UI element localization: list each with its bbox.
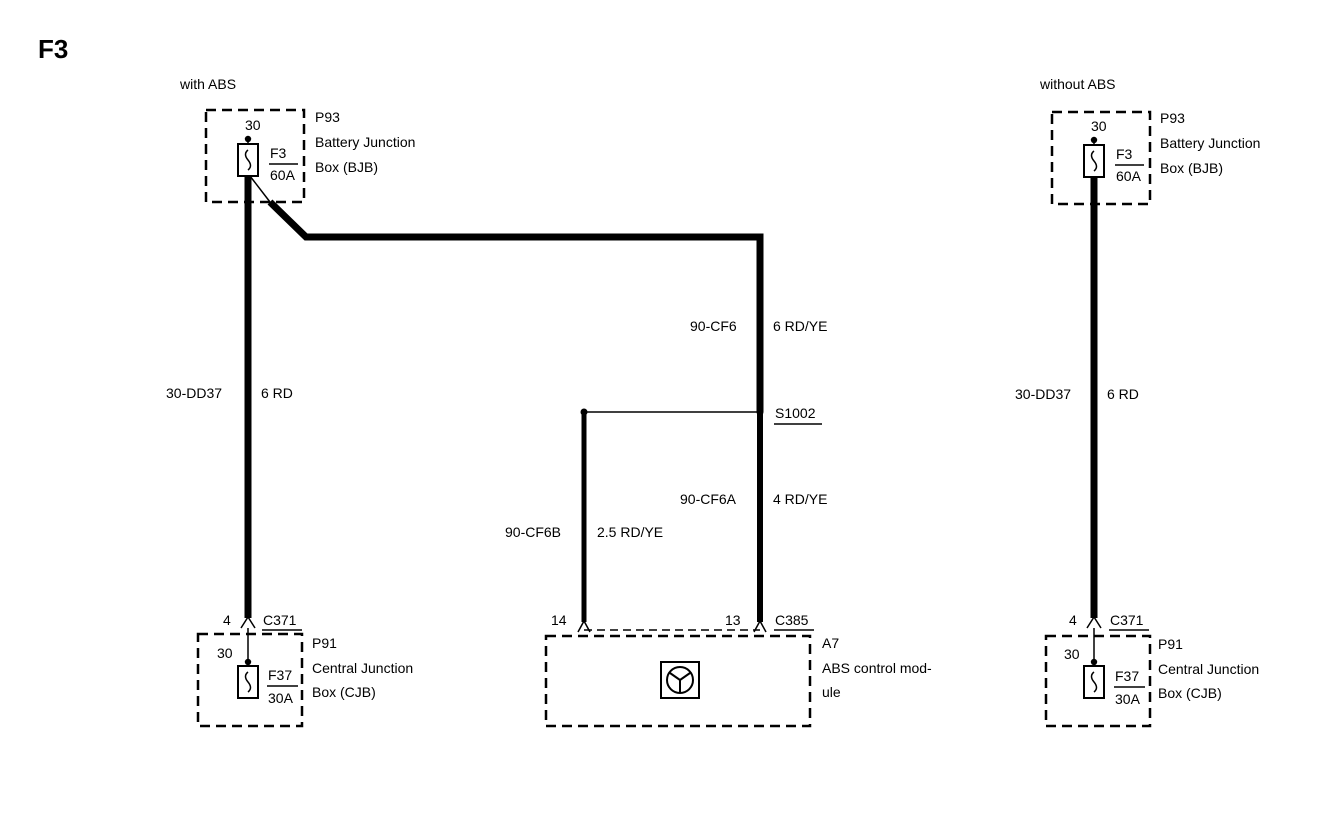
abs-module-box [544, 634, 812, 728]
left-connector-id: C371 [263, 612, 297, 628]
right-bjb-fuse-id: F3 [1116, 146, 1133, 162]
left-cjb-name-line1: Central Junction [312, 660, 413, 676]
left-bjb-fuse-id: F3 [270, 145, 287, 161]
left-cjb-box [196, 632, 304, 728]
abs-connector-pin-right: 13 [725, 612, 741, 628]
abs-module-name-line1: ABS control mod- [822, 660, 932, 676]
left-cjb-ref: P91 [312, 635, 337, 651]
right-wire-circuit: 30-DD37 [1015, 386, 1071, 402]
left-connector-pin: 4 [223, 612, 231, 628]
abs-wire-90-cf6 [267, 199, 764, 412]
right-cjb-pin: 30 [1064, 646, 1080, 662]
abs-module-ref: A7 [822, 635, 839, 651]
right-connector-id: C371 [1110, 612, 1144, 628]
abs-connector-pin-left: 14 [551, 612, 567, 628]
right-cjb-name-line2: Box (CJB) [1158, 685, 1222, 701]
right-cjb-name-line1: Central Junction [1158, 661, 1259, 677]
abs-section: 90-CF6 6 RD/YE S1002 90-CF6A 4 RD/YE 90-… [267, 199, 932, 728]
abs-module-name-line2: ule [822, 684, 841, 700]
abs-connector-id: C385 [775, 612, 809, 628]
left-bjb-name-line2: Box (BJB) [315, 159, 378, 175]
right-cjb-box [1044, 634, 1152, 728]
right-bjb-fuse-icon [1083, 144, 1105, 178]
left-cjb-terminal-dot [244, 658, 252, 666]
abs-wire-main-circuit: 90-CF6 [690, 318, 737, 334]
abs-wire-main-spec: 6 RD/YE [773, 318, 827, 334]
abs-connector-pin13-symbol [753, 619, 767, 633]
right-bjb-name-line2: Box (BJB) [1160, 160, 1223, 176]
right-section-without-abs: without ABS 30 F3 60A P93 Battery Juncti… [1015, 76, 1260, 728]
abs-splice-id: S1002 [775, 405, 816, 421]
left-bjb-pin: 30 [245, 117, 261, 133]
right-bjb-fuse-rating: 60A [1116, 168, 1142, 184]
left-section-with-abs: with ABS 30 F3 60A P93 Battery Junction … [166, 76, 415, 728]
right-variant-label: without ABS [1039, 76, 1116, 92]
right-cjb-fuse-icon [1083, 665, 1105, 699]
right-wire-spec: 6 RD [1107, 386, 1139, 402]
left-variant-label: with ABS [179, 76, 236, 92]
left-wire-spec: 6 RD [261, 385, 293, 401]
right-cjb-ref: P91 [1158, 636, 1183, 652]
right-bjb-ref: P93 [1160, 110, 1185, 126]
abs-wire-a-circuit: 90-CF6A [680, 491, 737, 507]
left-bjb-name-line1: Battery Junction [315, 134, 415, 150]
abs-connector-pin14-symbol [577, 619, 591, 633]
left-cjb-name-line2: Box (CJB) [312, 684, 376, 700]
right-connector-pin: 4 [1069, 612, 1077, 628]
left-cjb-fuse-id: F37 [268, 667, 292, 683]
abs-module-ecu-icon [660, 661, 700, 699]
left-wire-circuit: 30-DD37 [166, 385, 222, 401]
right-bjb-box [1050, 110, 1152, 206]
left-bjb-ref: P93 [315, 109, 340, 125]
abs-wire-b-circuit: 90-CF6B [505, 524, 561, 540]
diagram-title: F3 [38, 34, 68, 64]
left-connector-c371-symbol [240, 615, 256, 629]
left-bjb-fuse-rating: 60A [270, 167, 296, 183]
right-cjb-terminal-dot [1090, 658, 1098, 666]
abs-wire-b-spec: 2.5 RD/YE [597, 524, 663, 540]
right-connector-c371-symbol [1086, 615, 1102, 629]
right-bjb-pin: 30 [1091, 118, 1107, 134]
left-cjb-fuse-rating: 30A [268, 690, 294, 706]
right-bjb-name-line1: Battery Junction [1160, 135, 1260, 151]
left-cjb-fuse-icon [237, 665, 259, 699]
left-bjb-fuse-icon [237, 143, 259, 177]
right-cjb-fuse-id: F37 [1115, 668, 1139, 684]
left-bjb-box [204, 108, 306, 204]
right-cjb-fuse-rating: 30A [1115, 691, 1141, 707]
left-cjb-pin: 30 [217, 645, 233, 661]
abs-wire-a-spec: 4 RD/YE [773, 491, 827, 507]
